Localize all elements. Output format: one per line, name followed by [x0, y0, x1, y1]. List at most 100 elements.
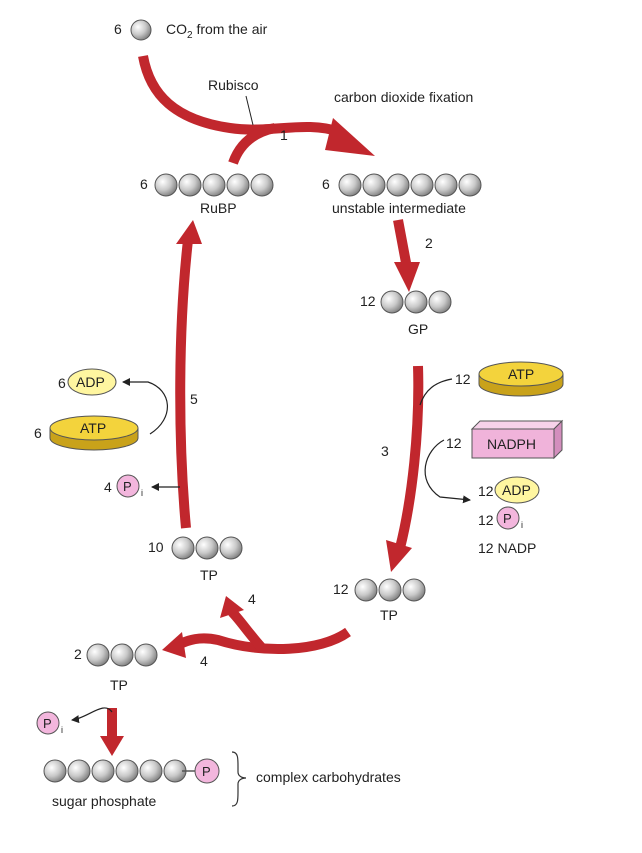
pi-left-label: P: [123, 479, 132, 494]
enzyme-pointer: [245, 95, 254, 126]
arrow-nadph-to-products: [424, 439, 471, 504]
gp-chain-ball: [380, 290, 404, 314]
sugar-phosphate-label: sugar phosphate: [52, 793, 157, 809]
pi-right-sub: i: [521, 520, 523, 530]
intermediate-count: 6: [322, 176, 330, 192]
arrow-4-head-up: [220, 596, 244, 618]
cycle-arrows: [100, 55, 424, 756]
rubp-chain-ball: [226, 173, 250, 197]
intermediate-chain-ball: [458, 173, 482, 197]
tp2-chain-ball: [134, 643, 158, 667]
pi-bottom-sub: i: [61, 725, 63, 735]
fixation-label: carbon dioxide fixation: [334, 89, 473, 105]
intermediate-chain-ball: [362, 173, 386, 197]
sugar-chain-ball: [115, 759, 139, 783]
tp10-chain-ball: [219, 536, 243, 560]
arrow-4-branch: [228, 608, 266, 652]
intermediate-chain: [338, 173, 482, 197]
co2-ball: [130, 19, 152, 41]
nadph-count: 12: [446, 435, 462, 451]
gp-chain: [380, 290, 452, 314]
arrow-co2-fixation: [138, 55, 342, 137]
tp12-chain-ball: [402, 578, 426, 602]
tp10-chain-ball: [171, 536, 195, 560]
sugar-chain-ball: [67, 759, 91, 783]
arrow-4-head-left: [162, 632, 186, 658]
adp-right-label: ADP: [502, 482, 531, 498]
adp-left-oval: ADP: [67, 368, 117, 396]
gp-chain-ball: [404, 290, 428, 314]
arrow-atp-to-adp: [122, 378, 168, 435]
step-1: 1: [280, 127, 288, 143]
pi-right-label: P: [503, 511, 512, 526]
arrow-2-head: [394, 262, 420, 292]
pi-left-circle: P: [116, 474, 140, 498]
tp12-chain-ball: [378, 578, 402, 602]
gp-chain-ball: [428, 290, 452, 314]
rubp-chain-ball: [178, 173, 202, 197]
step-5: 5: [190, 391, 198, 407]
enzyme-label: Rubisco: [208, 77, 259, 93]
gp-label: GP: [408, 321, 428, 337]
sugar-chain-ball: [91, 759, 115, 783]
pi-bottom-circle: P: [36, 711, 60, 735]
co2-label: CO2 from the air: [166, 21, 268, 41]
tp2-chain: [86, 643, 158, 667]
rubp-chain: [154, 173, 274, 197]
sugar-chain: [43, 759, 187, 783]
arrow-3-shaft: [395, 365, 424, 550]
tp12-chain: [354, 578, 426, 602]
intermediate-chain-ball: [386, 173, 410, 197]
atp-disc-left: ATP: [49, 415, 139, 451]
tp10-chain-ball: [195, 536, 219, 560]
arrow-4-shaft: [175, 627, 351, 655]
adp-right-count: 12: [478, 483, 494, 499]
adp-left-count: 6: [58, 375, 66, 391]
tp2-label: TP: [110, 677, 128, 693]
nadph-box: NADPH: [470, 419, 564, 460]
step-3: 3: [381, 443, 389, 459]
atp-right-label: ATP: [508, 366, 534, 382]
pi-left-count: 4: [104, 479, 112, 495]
adp-right-oval: ADP: [494, 476, 540, 504]
tp12-label: TP: [380, 607, 398, 623]
arrow-atp-in: [419, 378, 453, 406]
pi-right-count: 12: [478, 512, 494, 528]
co2-count: 6: [114, 21, 122, 37]
tp2-count: 2: [74, 646, 82, 662]
atp-right-count: 12: [455, 371, 471, 387]
sugar-phosphate-p-label: P: [202, 764, 211, 779]
step-2: 2: [425, 235, 433, 251]
side-arrows: [71, 378, 471, 724]
tp2-chain-ball: [110, 643, 134, 667]
tp2-chain-ball: [86, 643, 110, 667]
molecule-chains: [43, 19, 482, 783]
adp-left-label: ADP: [76, 374, 105, 390]
atp-left-count: 6: [34, 425, 42, 441]
arrow-2-shaft: [393, 219, 412, 269]
rubp-chain-ball: [202, 173, 226, 197]
pi-bottom-label: P: [43, 716, 52, 731]
tp10-chain: [171, 536, 243, 560]
intermediate-chain-ball: [338, 173, 362, 197]
atp-left-label: ATP: [80, 420, 106, 436]
tp10-count: 10: [148, 539, 164, 555]
tp12-chain-ball: [354, 578, 378, 602]
rubp-chain-ball: [250, 173, 274, 197]
arrow-rubp-branch: [228, 123, 277, 165]
intermediate-chain-ball: [434, 173, 458, 197]
sugar-chain-ball: [139, 759, 163, 783]
atp-disc-right: ATP: [478, 361, 564, 397]
arrow-tp-sugar-head: [100, 736, 124, 756]
rubp-count: 6: [140, 176, 148, 192]
step-4a: 4: [248, 591, 256, 607]
arrow-5-head: [176, 220, 202, 244]
pi-right-circle: P: [496, 506, 520, 530]
complex-carbohydrates-label: complex carbohydrates: [256, 769, 401, 785]
gp-count: 12: [360, 293, 376, 309]
arrow-3-head: [386, 540, 412, 572]
sugar-chain-ball: [43, 759, 67, 783]
arrow-pi-release-bottom: [71, 707, 113, 724]
